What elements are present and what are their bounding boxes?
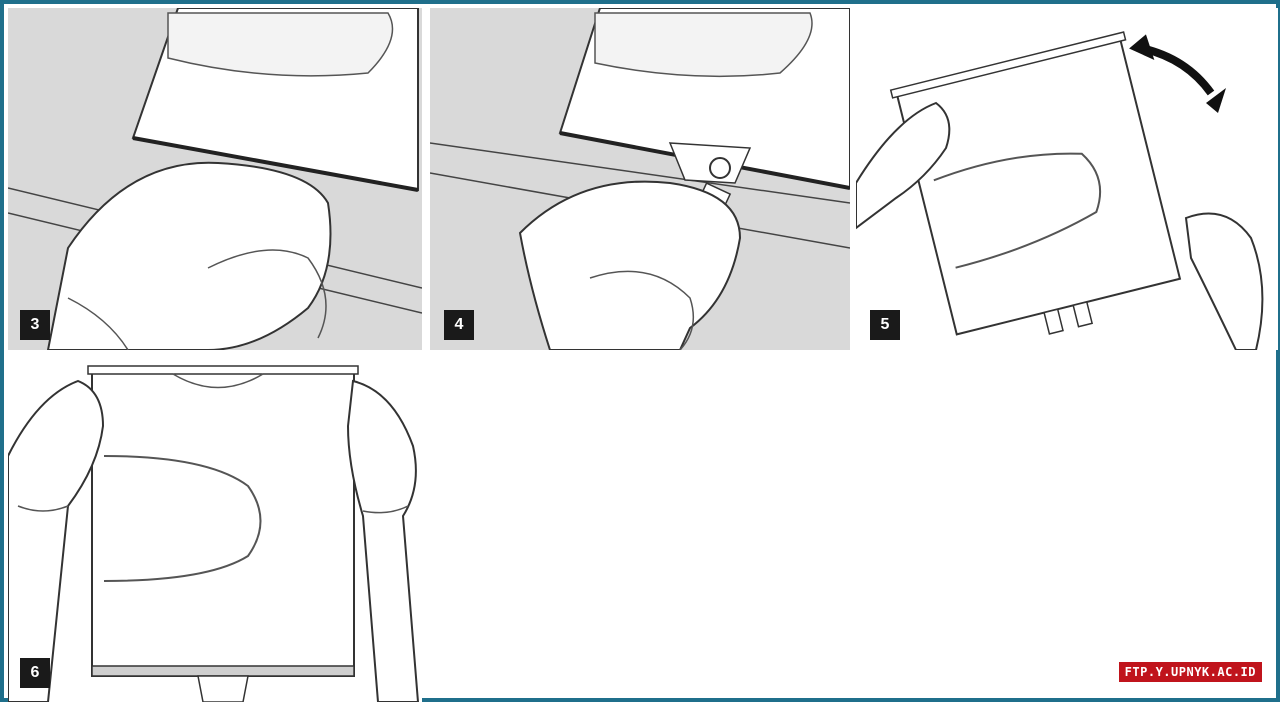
step-4-panel: 4 xyxy=(430,8,850,350)
step-6-badge: 6 xyxy=(20,658,50,688)
step-5-panel: 5 xyxy=(856,8,1278,350)
step-6-panel: 6 xyxy=(8,356,422,702)
step-3-badge: 3 xyxy=(20,310,50,340)
step-5-illustration xyxy=(856,8,1278,350)
step-3-illustration xyxy=(8,8,422,350)
step-6-illustration xyxy=(8,356,422,702)
step-3-panel: 3 xyxy=(8,8,422,350)
watermark-label: FTP.Y.UPNYK.AC.ID xyxy=(1118,662,1262,682)
step-5-badge: 5 xyxy=(870,310,900,340)
step-4-badge: 4 xyxy=(444,310,474,340)
step-4-illustration xyxy=(430,8,850,350)
